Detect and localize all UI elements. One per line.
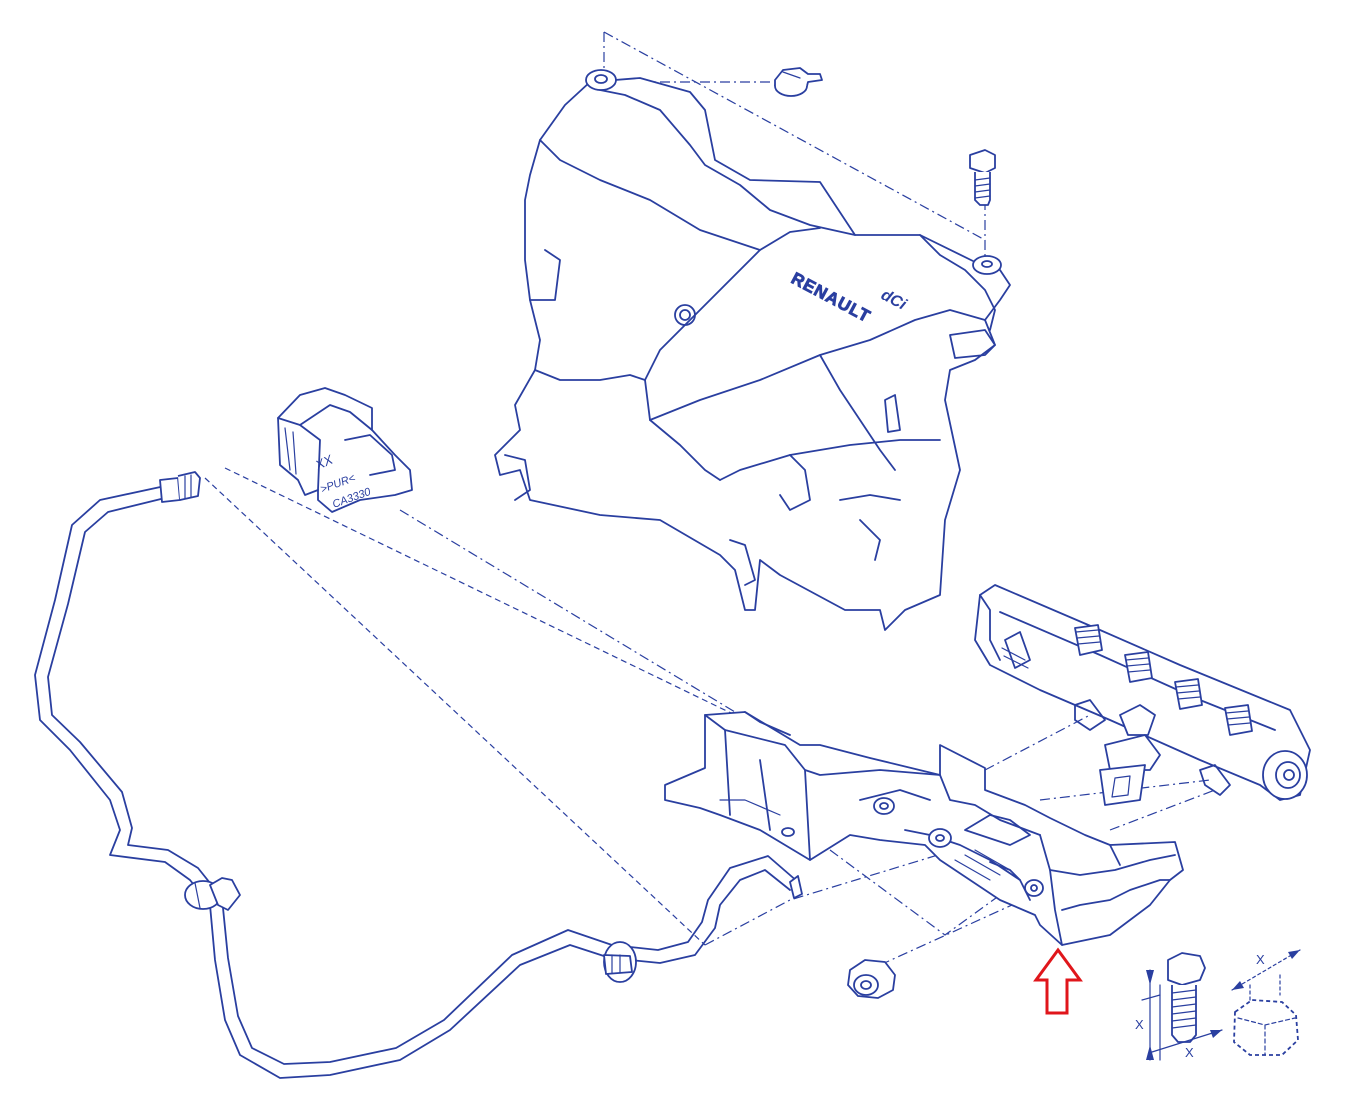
pressure-sensor — [1099, 704, 1161, 806]
nut-dimension-label: X — [1256, 952, 1265, 967]
assembly-guide-lines — [204, 31, 1216, 966]
foam-bracket: XX >PUR< CA3330 — [277, 387, 413, 513]
filler-cap — [774, 67, 823, 97]
bolt-dimension-label-length: X — [1135, 1017, 1144, 1032]
cover-support-bracket — [664, 711, 1184, 946]
cover-bolt — [969, 149, 1002, 275]
nut-dimension-detail: X — [1231, 949, 1301, 1056]
engine-cover: RENAULT dCi — [494, 77, 1011, 631]
cover-mount-eye — [585, 69, 617, 91]
bolt-dimension-detail: X X — [1135, 952, 1223, 1061]
bolt-dimension-label-diameter: X — [1185, 1045, 1194, 1060]
breather-hose — [34, 471, 803, 1079]
fuel-rail — [974, 584, 1311, 801]
up-arrow-icon — [1033, 947, 1083, 1015]
mounting-nut — [847, 959, 896, 999]
